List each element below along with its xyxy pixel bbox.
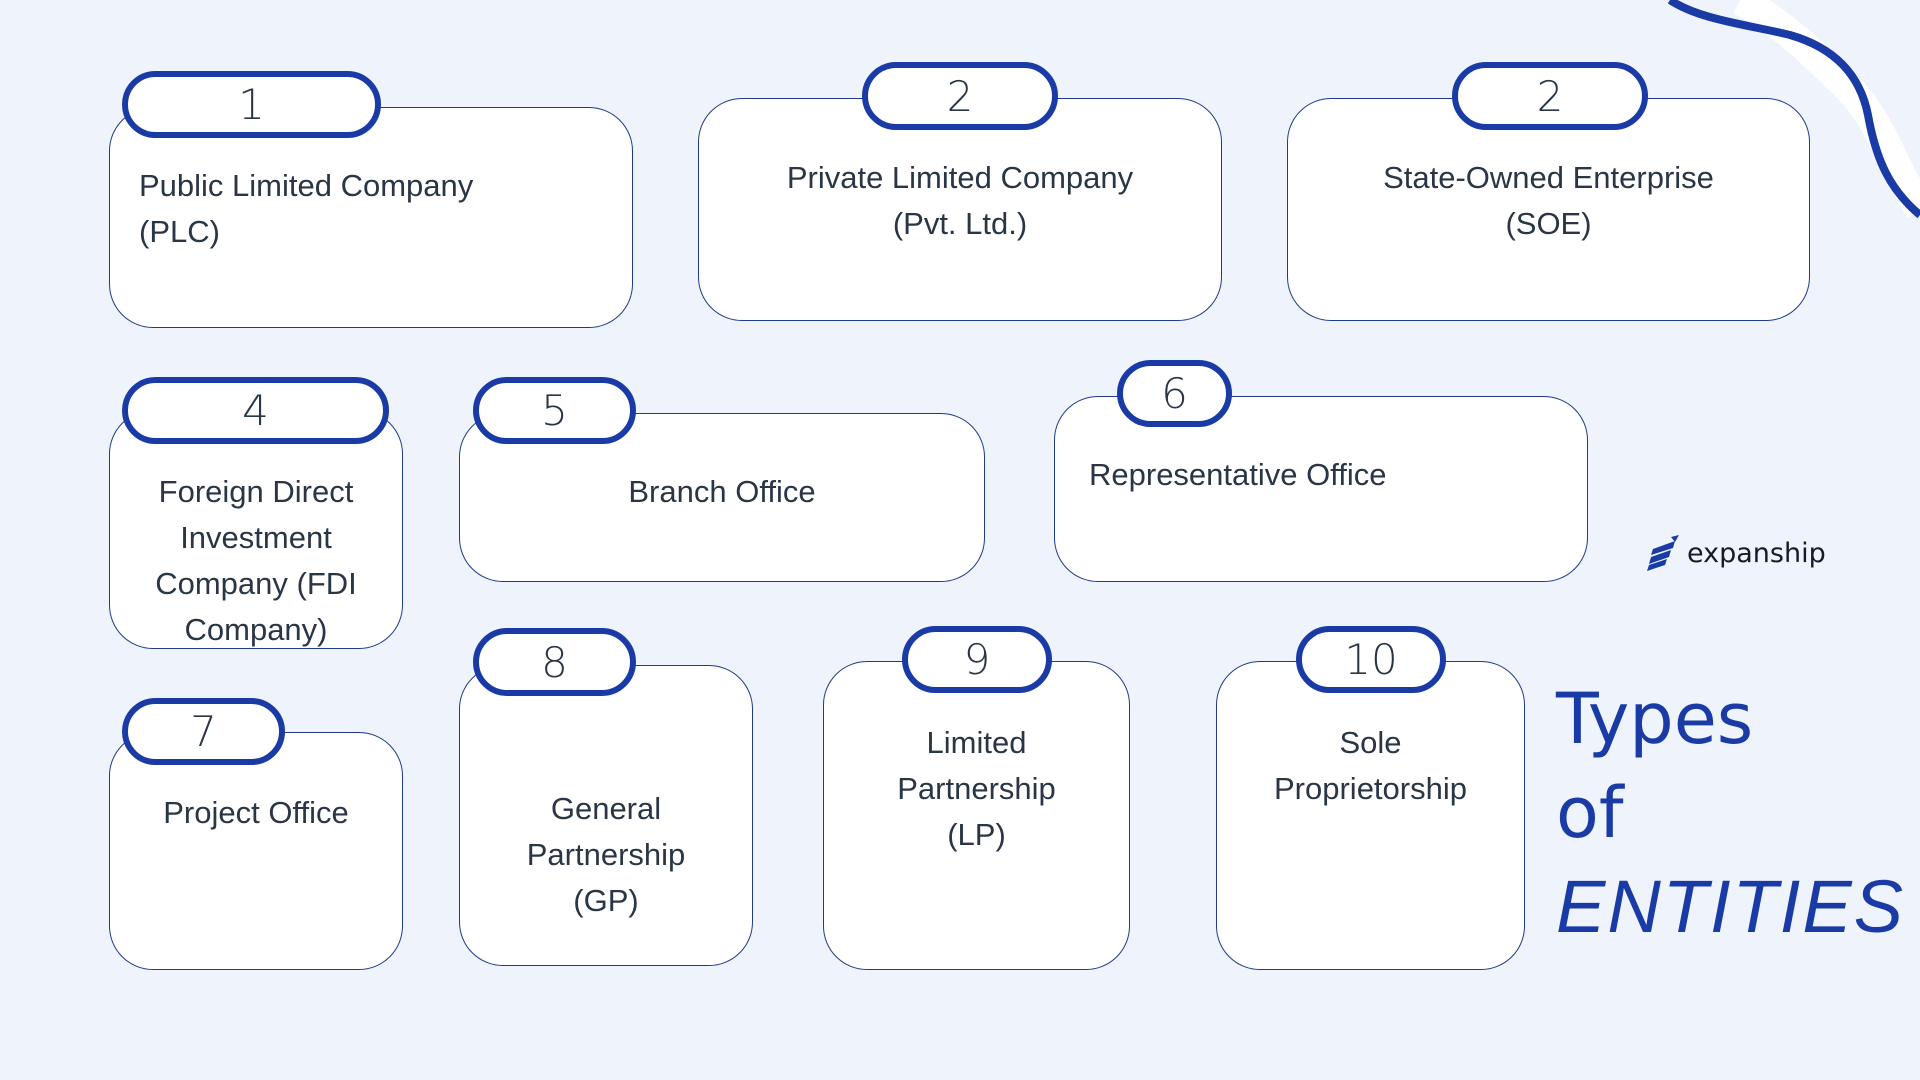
title-line-3: ENTITIES: [1556, 865, 1906, 948]
entity-number-badge: 2: [1452, 62, 1648, 130]
label-line: (LP): [947, 817, 1006, 852]
title-line-2: of: [1556, 772, 1624, 854]
label-line: (Pvt. Ltd.): [892, 206, 1028, 241]
entity-number: 9: [963, 635, 991, 684]
entity-number: 5: [541, 386, 568, 435]
label-line: (PLC): [139, 214, 220, 249]
entity-label: State-Owned Enterprise (SOE): [1287, 155, 1810, 247]
entity-label: Foreign Direct Investment Company (FDI C…: [109, 469, 403, 653]
entity-number: 8: [541, 637, 568, 687]
entity-label: Limited Partnership (LP): [823, 720, 1130, 858]
entity-number-badge: 6: [1117, 360, 1232, 427]
entity-number: 7: [190, 707, 217, 756]
label-line: Project Office: [163, 795, 349, 830]
label-line: Public Limited Company: [139, 168, 474, 203]
entity-label: Branch Office: [459, 469, 985, 515]
expanship-logo: expanship: [1645, 535, 1826, 571]
label-line: Private Limited Company: [786, 160, 1134, 195]
entity-number-badge: 4: [122, 377, 389, 444]
entity-number: 2: [946, 71, 974, 121]
entity-number-badge: 5: [473, 377, 636, 444]
label-line: Foreign Direct: [158, 474, 354, 509]
entity-label: Sole Proprietorship: [1216, 720, 1525, 812]
entity-card-4: [109, 410, 403, 649]
label-line: General: [550, 791, 662, 826]
entity-card-7: [109, 732, 403, 970]
label-line: (GP): [573, 883, 639, 918]
entity-label: General Partnership (GP): [459, 786, 753, 924]
entity-number: 10: [1344, 635, 1398, 684]
label-line: Company): [184, 612, 328, 647]
entity-number-badge: 8: [473, 628, 636, 696]
label-line: Partnership: [897, 771, 1056, 806]
entity-number-badge: 7: [122, 698, 285, 765]
entity-card-6: [1054, 396, 1588, 582]
entity-card-9: [823, 661, 1130, 970]
label-line: Branch Office: [628, 474, 816, 509]
entity-number: 1: [238, 80, 265, 129]
entity-card-10: [1216, 661, 1525, 970]
label-line: Company (FDI: [155, 566, 357, 601]
label-line: Proprietorship: [1274, 771, 1467, 806]
stacked-arrows-logo-icon: [1647, 535, 1679, 571]
label-line: State-Owned Enterprise: [1383, 160, 1714, 195]
entity-number: 4: [242, 386, 269, 435]
label-line: Investment: [180, 520, 332, 555]
entity-label: Public Limited Company (PLC): [139, 163, 473, 255]
entity-label: Private Limited Company (Pvt. Ltd.): [698, 155, 1222, 247]
label-line: Limited: [926, 725, 1027, 760]
title-line-1: Types: [1556, 678, 1754, 760]
entity-number: 6: [1161, 369, 1188, 418]
slide-title: Types of ENTITIES: [1556, 672, 1905, 954]
entity-card-2: [698, 98, 1222, 321]
entity-card-8: [459, 665, 753, 966]
label-line: (SOE): [1505, 206, 1592, 241]
entity-label: Representative Office: [1089, 452, 1387, 498]
label-line: Sole: [1339, 725, 1402, 760]
label-line: Representative Office: [1089, 457, 1387, 492]
decorative-curve: [1667, 0, 1920, 219]
label-line: Partnership: [526, 837, 686, 872]
entity-number-badge: 10: [1296, 626, 1446, 693]
logo-text: expanship: [1687, 537, 1826, 569]
entity-label: Project Office: [109, 790, 403, 836]
entity-number: 2: [1536, 71, 1564, 121]
entity-number-badge: 9: [902, 626, 1052, 693]
entity-number-badge: 1: [122, 71, 381, 138]
entity-number-badge: 2: [862, 62, 1058, 130]
